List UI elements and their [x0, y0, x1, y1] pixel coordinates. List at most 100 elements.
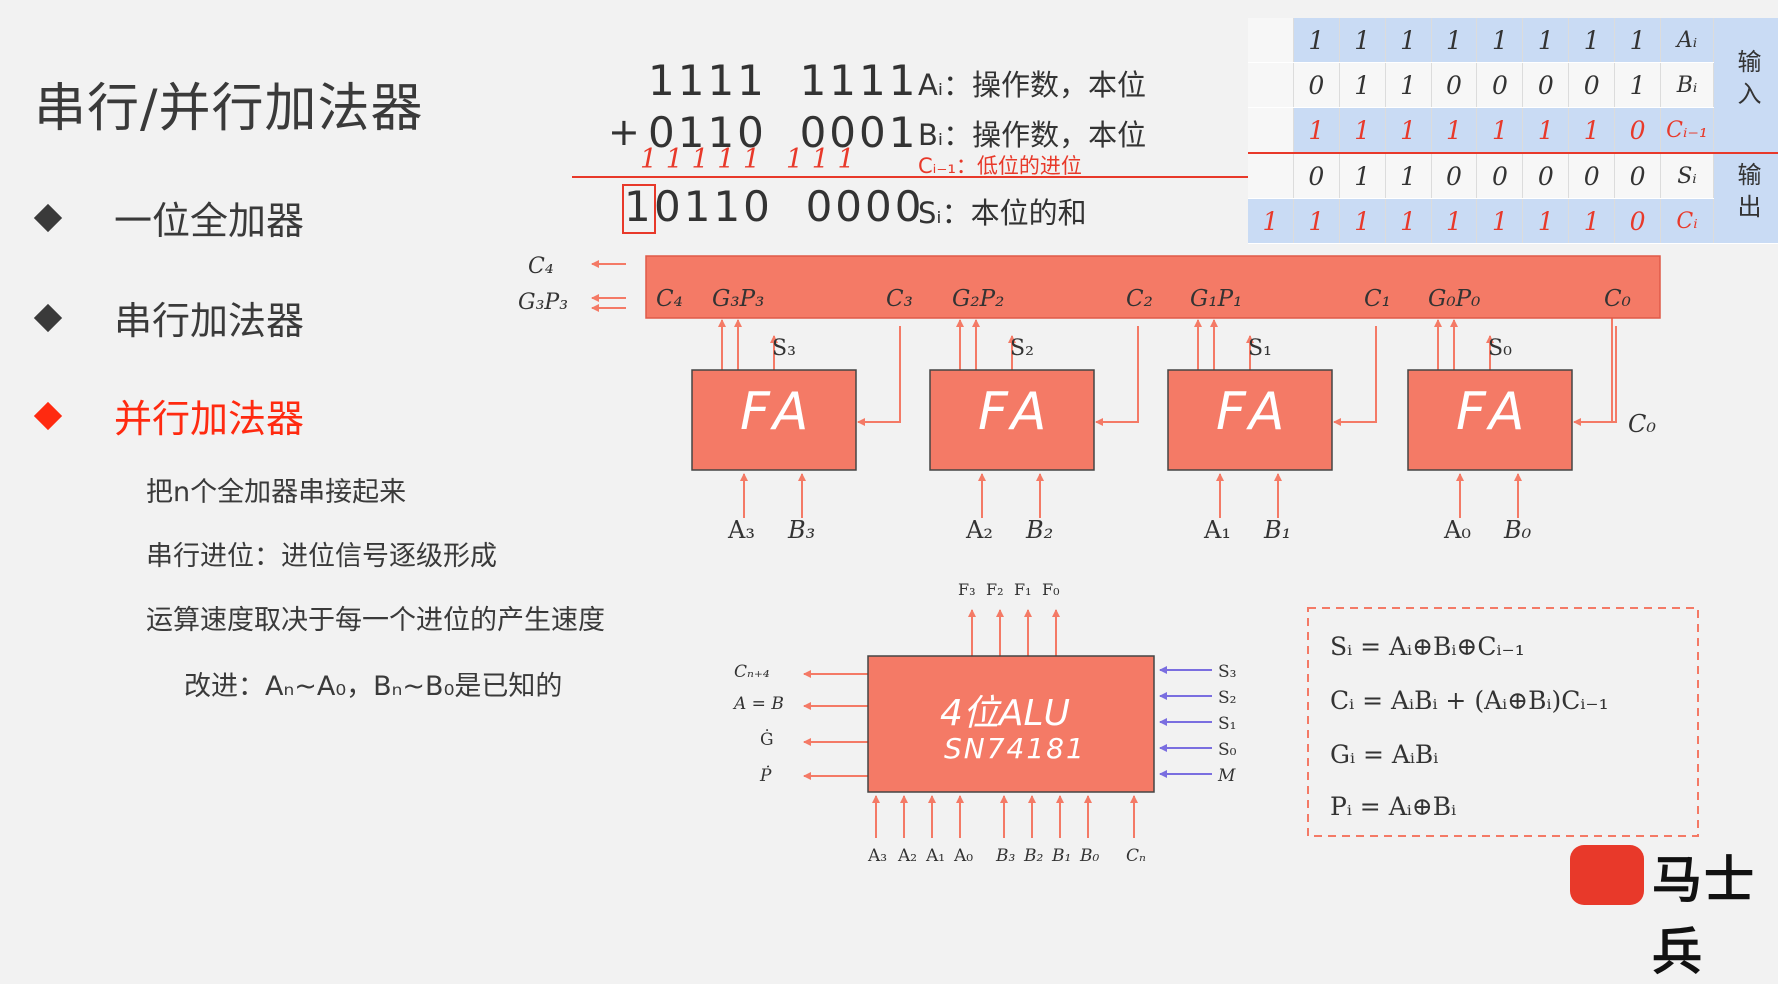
- alu-left-label: Ṗ: [760, 766, 772, 786]
- alu-input-label: B₃: [996, 846, 1016, 866]
- table-row: 1 1 1 1 1 1 1 1 0 Cᵢ: [1248, 198, 1778, 244]
- alu-input-label: B₁: [1052, 846, 1072, 866]
- table-cell: 1: [1385, 107, 1432, 154]
- control-input-lines: [1159, 666, 1212, 778]
- c0-input-label: C₀: [1628, 410, 1656, 438]
- table-cell: [1248, 18, 1294, 63]
- table-cell: 0: [1431, 62, 1478, 108]
- bullet-label: 一位全加器: [114, 199, 305, 243]
- overflow-box: [622, 184, 656, 234]
- bar-label: C₁: [1364, 286, 1391, 312]
- alu-input-label: B₂: [1024, 846, 1044, 866]
- fa-label: FA: [1456, 382, 1531, 442]
- improve-note: 改进：Aₙ~A₀，Bₙ~B₀是已知的: [184, 671, 563, 702]
- carry-lookahead-bar: [645, 255, 1661, 319]
- carry-in-wire: [1095, 326, 1139, 426]
- table-cell: 1: [1614, 18, 1662, 63]
- table-cell: 1: [1339, 153, 1386, 199]
- alu-control-label: S₁: [1218, 714, 1237, 734]
- table-row: 0 1 1 0 0 0 0 0 Sᵢ 输出: [1248, 153, 1778, 244]
- bullet-label: 并行加法器: [114, 397, 305, 441]
- table-cell: 1: [1476, 18, 1524, 63]
- sub-point: 把n个全加器串接起来: [146, 477, 407, 508]
- bar-label: C₃: [886, 286, 913, 312]
- alu-output-label: F₂: [986, 580, 1004, 599]
- input-group-label: 输入: [1713, 18, 1778, 154]
- table-row: 1 1 1 1 1 1 1 0 Cᵢ₋₁: [1248, 107, 1778, 154]
- input-b-label: B₂: [1026, 516, 1054, 544]
- table-row: 0 1 1 0 0 0 0 1 Bᵢ: [1248, 62, 1778, 108]
- input-a-label: A₂: [966, 516, 993, 544]
- table-cell: 0: [1614, 107, 1662, 154]
- brand-logo-icon: [1570, 845, 1644, 905]
- formula-box: [1307, 607, 1699, 837]
- table-cell: 1: [1476, 107, 1524, 154]
- bar-label: G₃P₃: [712, 286, 765, 312]
- table-cell: 1: [1568, 107, 1616, 154]
- full-adder-block: [691, 369, 857, 471]
- full-adder-block: [929, 369, 1095, 471]
- carry-in-wire: [1333, 326, 1377, 426]
- fa-label: FA: [1216, 382, 1291, 442]
- alu-input-label: A₂: [898, 846, 918, 866]
- output-group-label: 输出: [1713, 153, 1778, 244]
- table-cell: 1: [1339, 62, 1386, 108]
- table-cell: 1: [1431, 107, 1478, 154]
- alu-block: [867, 655, 1155, 793]
- table-cell: 0: [1614, 198, 1662, 244]
- bar-label: C₂: [1126, 286, 1153, 312]
- carry-row: 1 1 1 1 1 1 1 1: [640, 144, 855, 175]
- annotation-a: Aᵢ：操作数，本位: [918, 68, 1147, 102]
- table-cell: 1: [1385, 62, 1432, 108]
- alu-title: 4位ALU: [940, 693, 1070, 734]
- bar-label: G₂P₂: [952, 286, 1005, 312]
- table-cell: 0: [1431, 153, 1478, 199]
- formula-propagate: Pᵢ = Aᵢ⊕Bᵢ: [1330, 792, 1457, 821]
- bullet-parallel-adder: 并行加法器: [33, 388, 305, 443]
- table-cell: 1: [1385, 198, 1432, 244]
- row-label: Cᵢ: [1660, 198, 1714, 244]
- bullet-label: 串行加法器: [114, 299, 305, 343]
- alu-control-label: S₀: [1218, 740, 1237, 760]
- carry-out-label: C₄: [528, 254, 554, 279]
- operand-b: 0110 0001: [648, 108, 919, 157]
- table-cell: 1: [1431, 18, 1478, 63]
- bullet-serial-adder: 串行加法器: [33, 290, 305, 345]
- slide-title: 串行/并行加法器: [34, 79, 424, 139]
- formula-sum: Sᵢ = Aᵢ⊕Bᵢ⊕Cᵢ₋₁: [1330, 632, 1525, 661]
- alu-left-label: Ġ: [760, 730, 774, 750]
- brand-name: 马士兵: [1652, 851, 1756, 981]
- alu-left-label: A = B: [734, 694, 784, 714]
- alu-output-label: F₀: [1042, 580, 1060, 599]
- alu-input-label: Cₙ: [1126, 846, 1146, 866]
- table-cell: 1: [1385, 153, 1432, 199]
- sub-point: 运算速度取决于每一个进位的产生速度: [146, 605, 605, 636]
- input-b-label: B₁: [1264, 516, 1292, 544]
- table-cell: 0: [1568, 62, 1616, 108]
- formula-generate: Gᵢ = AᵢBᵢ: [1330, 740, 1439, 769]
- sub-point: 串行进位：进位信号逐级形成: [146, 541, 497, 572]
- annotation-s: Sᵢ：本位的和: [918, 196, 1087, 230]
- table-cell: 1: [1339, 18, 1386, 63]
- table-cell: 0: [1522, 62, 1570, 108]
- alu-input-label: A₃: [868, 846, 888, 866]
- alu-output-label: F₃: [958, 580, 976, 599]
- fa-label: FA: [740, 382, 815, 442]
- c0-wire: [1576, 318, 1613, 423]
- full-adder-block: [1407, 369, 1573, 471]
- table-cell: 1: [1476, 198, 1524, 244]
- table-cell: [1248, 153, 1294, 199]
- table-cell: 1: [1293, 107, 1340, 154]
- table-cell: 1: [1339, 198, 1386, 244]
- row-label: Bᵢ: [1660, 62, 1714, 108]
- alu-input-label: A₁: [926, 846, 946, 866]
- table-cell: 1: [1522, 18, 1570, 63]
- plus-sign: +: [608, 110, 640, 154]
- alu-control-label: S₃: [1218, 662, 1237, 682]
- sum-label: S₂: [1010, 336, 1034, 361]
- table-cell: [1248, 107, 1294, 154]
- row-label: Aᵢ: [1660, 18, 1714, 63]
- table-cell: 1: [1568, 18, 1616, 63]
- input-a-label: A₃: [728, 516, 755, 544]
- table-cell: 1: [1248, 198, 1294, 244]
